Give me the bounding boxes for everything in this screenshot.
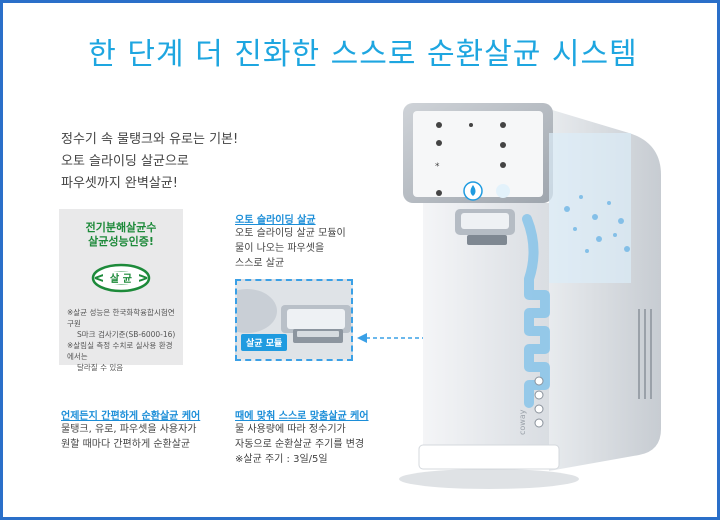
auto-slide-line: 스스로 살균 <box>235 258 285 269</box>
auto-slide-title: 오토 슬라이딩 살균 <box>235 215 316 226</box>
svg-text:*: * <box>435 162 440 172</box>
sterilization-mark-icon: 살 균 <box>91 263 151 293</box>
cert-logo-text: 살 균 <box>110 272 132 285</box>
cert-notes: ※살균 성능은 한국화학융합시험연구원 S마크 검사기준(SB-6000-16)… <box>67 307 179 373</box>
cert-note: 달라질 수 있음 <box>77 363 124 372</box>
care1-line: 원할 때마다 간편하게 순환살균 <box>61 439 191 450</box>
care2-line: 자동으로 순환살균 주기를 변경 <box>235 439 365 450</box>
auto-slide-text: 오토 슬라이딩 살균 모듈이 물이 나오는 파우셋을 스스로 살균 <box>235 226 346 271</box>
care1-text: 물탱크, 유로, 파우셋을 사용자가 원할 때마다 간편하게 순환살균 <box>61 422 197 452</box>
care2-line: 물 사용량에 따라 정수기가 <box>235 424 346 435</box>
cert-note: ※살균 성능은 한국화학융합시험연구원 <box>67 308 175 328</box>
care1-line: 물탱크, 유로, 파우셋을 사용자가 <box>61 424 197 435</box>
auto-slide-line: 오토 슬라이딩 살균 모듈이 <box>235 228 346 239</box>
intro-line: 파우셋까지 완벽살균! <box>61 176 178 191</box>
cert-box: 전기분해살균수 살균성능인증! 살 균 ※살균 성능은 한국화학융합시험연구원 … <box>59 209 183 372</box>
faucet-zoom-image: 살균 모듈 <box>235 279 353 361</box>
care2-line: ※살균 주기 : 3일/5일 <box>235 454 328 465</box>
cert-title-line: 살균성능인증! <box>88 235 154 248</box>
care2-title: 때에 맞춰 스스로 맞춤살균 케어 <box>235 411 369 422</box>
care1-title: 언제든지 간편하게 순환살균 케어 <box>61 411 201 422</box>
intro-line: 정수기 속 물탱크와 유로는 기본! <box>61 132 239 147</box>
cert-note: ※살림실 측정 수치로 실사용 환경에서는 <box>67 341 173 361</box>
cert-title: 전기분해살균수 살균성능인증! <box>59 221 183 249</box>
water-purifier-image: * coway <box>399 103 661 489</box>
auto-slide-line: 물이 나오는 파우셋을 <box>235 243 325 254</box>
intro-line: 오토 슬라이딩 살균으로 <box>61 154 189 169</box>
brand-text: coway <box>518 409 527 435</box>
cert-title-line: 전기분해살균수 <box>85 221 157 234</box>
main-title: 한 단계 더 진화한 스스로 순환살균 시스템 <box>88 37 638 72</box>
zoom-label: 살균 모듈 <box>241 334 288 351</box>
intro-text: 정수기 속 물탱크와 유로는 기본! 오토 슬라이딩 살균으로 파우셋까지 완벽… <box>61 129 238 195</box>
cert-note: S마크 검사기준(SB-6000-16) <box>77 330 176 339</box>
care2-text: 물 사용량에 따라 정수기가 자동으로 순환살균 주기를 변경 ※살균 주기 :… <box>235 422 364 467</box>
